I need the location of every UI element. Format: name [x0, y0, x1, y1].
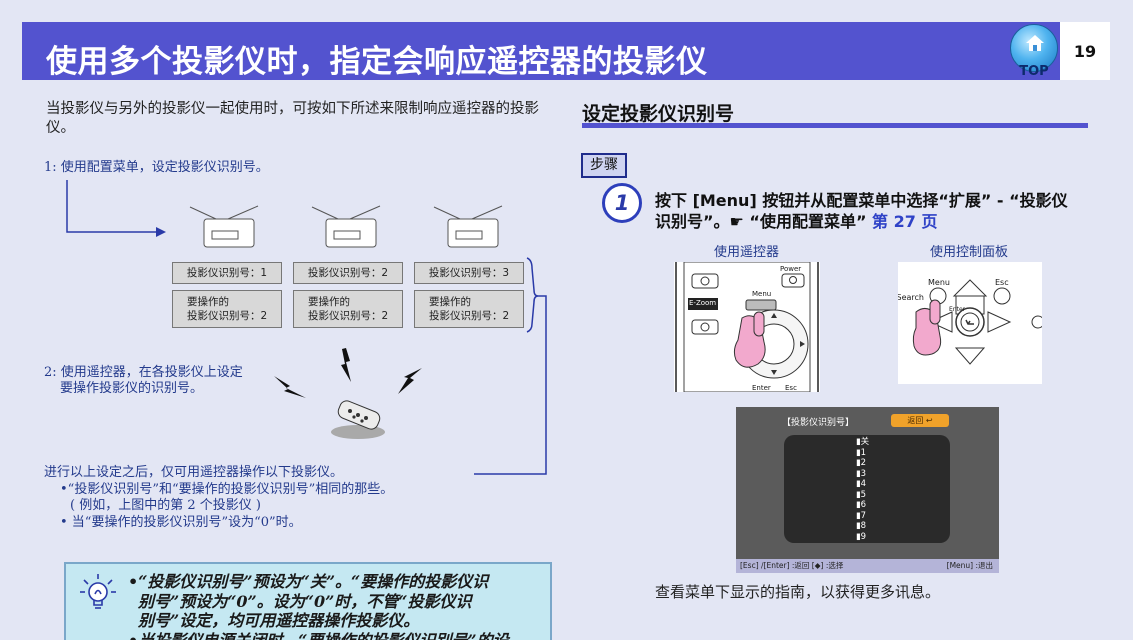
signal-bolt-icon	[398, 368, 422, 394]
title-bar: 使用多个投影仪时，指定会响应遥控器的投影仪	[22, 22, 1060, 80]
result-bullet-2: • 当“要操作的投影仪识别号”设为“0”时。	[60, 514, 302, 530]
steps-tag: 步骤	[581, 153, 627, 178]
instruction-text: 按下 [Menu] 按钮并从配置菜单中选择“扩展” - “投影仪识别号”。☛ “…	[655, 191, 1068, 231]
step-number: 1	[614, 191, 630, 215]
remote-ezoom-label: E-Zoom	[689, 299, 717, 307]
projector-id-box: 投影仪识别号：3	[414, 262, 524, 284]
remote-control-icon	[331, 400, 385, 439]
page-link[interactable]: 第 27 页	[872, 212, 938, 231]
remote-power-label: Power	[780, 265, 802, 273]
projector-id-menu: 【投影仪识别号】 返回 ↩ ▮关▮1▮2▮3▮4▮5▮6▮7▮8▮9 [Esc]…	[736, 407, 999, 573]
tip-box: •“投影仪识别号”预设为“关”。“要操作的投影仪识 别号”预设为“0”。设为“0…	[64, 562, 552, 640]
tip-line: •当投影仪电源关闭时，“要操作的投影仪识别号”的设	[128, 630, 509, 640]
target-id-line1: 要操作的	[429, 296, 471, 308]
menu-option[interactable]: ▮8	[856, 521, 867, 531]
target-id-box: 要操作的 投影仪识别号：2	[293, 290, 403, 328]
top-label: TOP	[1019, 64, 1049, 79]
target-id-line1: 要操作的	[308, 296, 350, 308]
signal-bolt-icon	[341, 348, 351, 382]
projector-id-box: 投影仪识别号：1	[172, 262, 282, 284]
step-2-line1: 2: 使用遥控器，在各投影仪上设定	[44, 365, 243, 380]
tip-text: •“投影仪识别号”预设为“关”。“要操作的投影仪识 别号”预设为“0”。设为“0…	[128, 572, 538, 640]
step-number-badge: 1	[602, 183, 642, 223]
menu-option[interactable]: ▮1	[856, 447, 867, 458]
step-2-text: 2: 使用遥控器，在各投影仪上设定 要操作投影仪的识别号。	[44, 365, 243, 397]
target-id-box: 要操作的 投影仪识别号：2	[414, 290, 524, 328]
step-2-line2: 要操作投影仪的识别号。	[60, 381, 204, 396]
section-rule	[582, 123, 1088, 128]
panel-menu-label: Menu	[928, 278, 950, 287]
step-instruction: 按下 [Menu] 按钮并从配置菜单中选择“扩展” - “投影仪识别号”。☛ “…	[655, 190, 1075, 232]
diagram-connector	[474, 257, 547, 475]
control-panel-illustration	[898, 262, 1042, 384]
target-id-line1: 要操作的	[187, 296, 229, 308]
menu-guide-right: [Menu] :退出	[946, 561, 993, 570]
lightbulb-icon	[80, 574, 116, 609]
menu-option[interactable]: ▮2	[856, 458, 867, 468]
result-text: 进行以上设定之后，仅可用遥控器操作以下投影仪。 •“投影仪识别号”和“要操作的投…	[44, 465, 393, 531]
panel-search-label: Search	[898, 293, 924, 302]
menu-guide-left: [Esc] /[Enter] :返回 [◆] :选择	[740, 561, 844, 570]
menu-option[interactable]: ▮关	[856, 437, 870, 447]
page-number: 19	[1073, 42, 1097, 61]
remote-enter-label: Enter	[752, 384, 771, 392]
menu-option-list: ▮关▮1▮2▮3▮4▮5▮6▮7▮8▮9	[784, 435, 950, 543]
menu-return-label: 返回	[907, 416, 924, 425]
step-1-text: 1: 使用配置菜单，设定投影仪识别号。	[44, 160, 269, 175]
section-title: 设定投影仪识别号	[582, 103, 735, 125]
menu-option[interactable]: ▮6	[856, 500, 867, 510]
target-id-line2: 投影仪识别号：2	[187, 310, 268, 322]
intro-text: 当投影仪与另外的投影仪一起使用时，可按如下所述来限制响应遥控器的投影仪。	[46, 101, 539, 136]
menu-guide-bar: [Esc] /[Enter] :返回 [◆] :选择 [Menu] :退出	[736, 559, 999, 573]
projector-icon	[189, 205, 259, 248]
menu-option[interactable]: ▮9	[856, 531, 867, 542]
page-number-box: 19	[1060, 22, 1110, 80]
menu-option[interactable]: ▮4	[856, 479, 867, 489]
panel-enter-label: Enter	[949, 306, 966, 313]
target-id-line2: 投影仪识别号：2	[429, 310, 510, 322]
result-intro: 进行以上设定之后，仅可用遥控器操作以下投影仪。	[44, 465, 344, 480]
menu-option[interactable]: ▮7	[856, 510, 867, 521]
remote-menu-label: Menu	[752, 290, 772, 298]
menu-option[interactable]: ▮5	[856, 489, 867, 500]
menu-return-button[interactable]: 返回 ↩	[891, 414, 949, 427]
step-arrow	[66, 180, 166, 237]
target-id-box: 要操作的 投影仪识别号：2	[172, 290, 282, 328]
result-bullet-1: •“投影仪识别号”和“要操作的投影仪识别号”相同的那些。	[60, 481, 394, 497]
caption-panel: 使用控制面板	[930, 245, 1009, 260]
panel-esc-label: Esc	[995, 278, 1009, 287]
tip-line: •“投影仪识别号”预设为“关”。“要操作的投影仪识	[128, 572, 489, 591]
menu-option[interactable]: ▮3	[856, 468, 867, 479]
projector-id-box: 投影仪识别号：2	[293, 262, 403, 284]
guide-note: 查看菜单下显示的指南，以获得更多讯息。	[655, 583, 941, 601]
menu-header: 【投影仪识别号】	[782, 418, 855, 428]
signal-bolt-icon	[274, 376, 306, 398]
projector-icon	[311, 205, 381, 248]
caption-remote: 使用遥控器	[714, 245, 780, 260]
result-bullet-1-example: ( 例如，上图中的第 2 个投影仪 )	[70, 498, 261, 513]
remote-illustration	[674, 262, 820, 392]
tip-line: 别号”设定，均可用遥控器操作投影仪。	[138, 611, 420, 630]
tip-line: 别号”预设为“0”。设为“0”时，不管“投影仪识	[138, 591, 472, 611]
top-button[interactable]: TOP	[1008, 24, 1060, 79]
target-id-line2: 投影仪识别号：2	[308, 310, 389, 322]
projector-icon	[433, 205, 503, 248]
menu-options: ▮关▮1▮2▮3▮4▮5▮6▮7▮8▮9	[856, 437, 869, 542]
top-button-ball	[1010, 24, 1058, 72]
home-icon	[1026, 35, 1044, 51]
remote-esc-label: Esc	[785, 384, 797, 392]
page-title: 使用多个投影仪时，指定会响应遥控器的投影仪	[46, 44, 708, 80]
